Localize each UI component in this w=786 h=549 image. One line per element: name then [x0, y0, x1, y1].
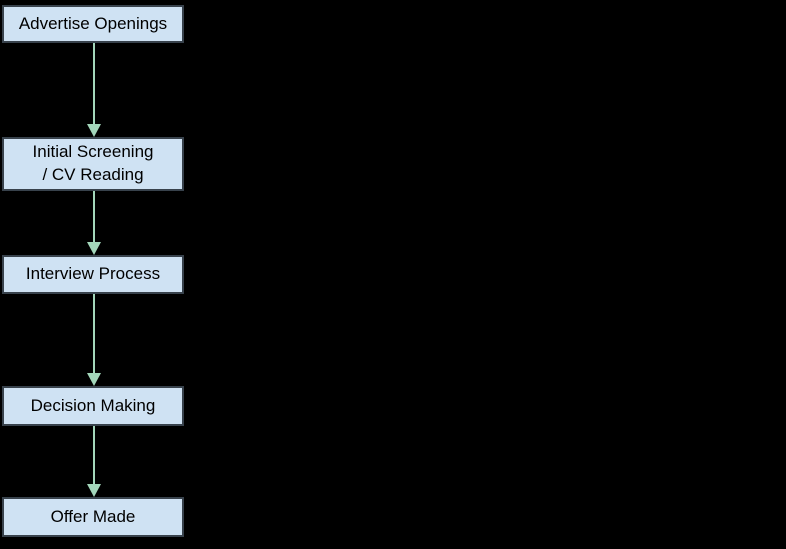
- flow-arrow-1: [86, 43, 101, 137]
- node-label: Decision Making: [30, 395, 156, 415]
- arrow-head-down-icon: [86, 124, 101, 137]
- arrow-line: [92, 191, 95, 242]
- node-label-line-2: / CV Reading: [42, 165, 144, 184]
- node-interview-process: Interview Process: [2, 255, 184, 294]
- arrow-line: [92, 43, 95, 124]
- node-decision-making: Decision Making: [2, 386, 184, 426]
- flow-arrow-3: [86, 294, 101, 386]
- arrow-head-down-icon: [86, 242, 101, 255]
- node-advertise-openings: Advertise Openings: [2, 5, 184, 43]
- arrow-head-down-icon: [86, 373, 101, 386]
- node-label: Advertise Openings: [18, 13, 168, 33]
- flow-arrow-2: [86, 191, 101, 255]
- node-offer-made: Offer Made: [2, 497, 184, 537]
- arrow-line: [92, 426, 95, 484]
- node-label: Interview Process: [25, 264, 161, 284]
- node-initial-screening: Initial Screening / CV Reading: [2, 137, 184, 191]
- node-label: Offer Made: [50, 506, 136, 526]
- arrow-line: [92, 294, 95, 373]
- flow-arrow-4: [86, 426, 101, 497]
- node-label: Initial Screening / CV Reading: [33, 141, 154, 187]
- node-label-line-1: Initial Screening: [32, 142, 154, 162]
- arrow-head-down-icon: [86, 484, 101, 497]
